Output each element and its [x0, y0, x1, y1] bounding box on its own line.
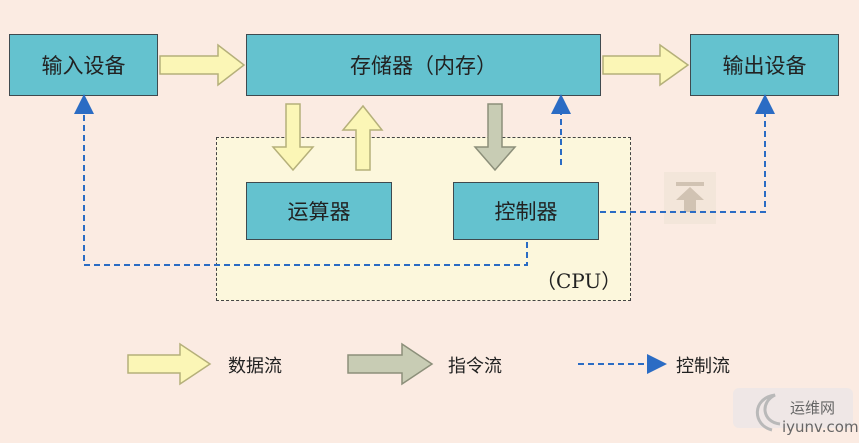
controller-node: 控制器 — [453, 182, 599, 240]
watermark-site-url: iyunv.com — [782, 418, 859, 436]
alu-label: 运算器 — [287, 200, 351, 224]
watermark-site-name: 运维网 — [790, 399, 836, 417]
back-to-top-icon[interactable] — [664, 172, 716, 224]
legend-data-flow-label: 数据流 — [228, 356, 282, 377]
data-arrow-memory-to-alu — [271, 103, 315, 172]
input-device-node: 输入设备 — [9, 34, 158, 96]
legend-data-flow-symbol — [127, 342, 212, 386]
control-line-controller-to-output — [600, 94, 775, 213]
memory-node: 存储器（内存） — [246, 34, 601, 96]
watermark-backdrop — [733, 388, 853, 428]
memory-label: 存储器（内存） — [350, 54, 497, 78]
legend-control-flow-label: 控制流 — [676, 356, 730, 377]
data-arrow-input-to-memory — [159, 43, 246, 87]
instruction-arrow-memory-to-controller — [473, 103, 517, 172]
controller-label: 控制器 — [494, 200, 558, 224]
output-device-label: 输出设备 — [722, 54, 807, 78]
input-device-label: 输入设备 — [41, 54, 126, 78]
alu-node: 运算器 — [246, 182, 392, 240]
legend-instruction-flow-label: 指令流 — [448, 356, 502, 377]
data-arrow-memory-to-output — [602, 43, 690, 87]
cpu-label: （CPU） — [536, 269, 622, 293]
data-arrow-alu-to-memory — [341, 104, 384, 171]
control-line-controller-to-input — [74, 94, 528, 266]
legend-instruction-flow-symbol — [347, 342, 434, 386]
